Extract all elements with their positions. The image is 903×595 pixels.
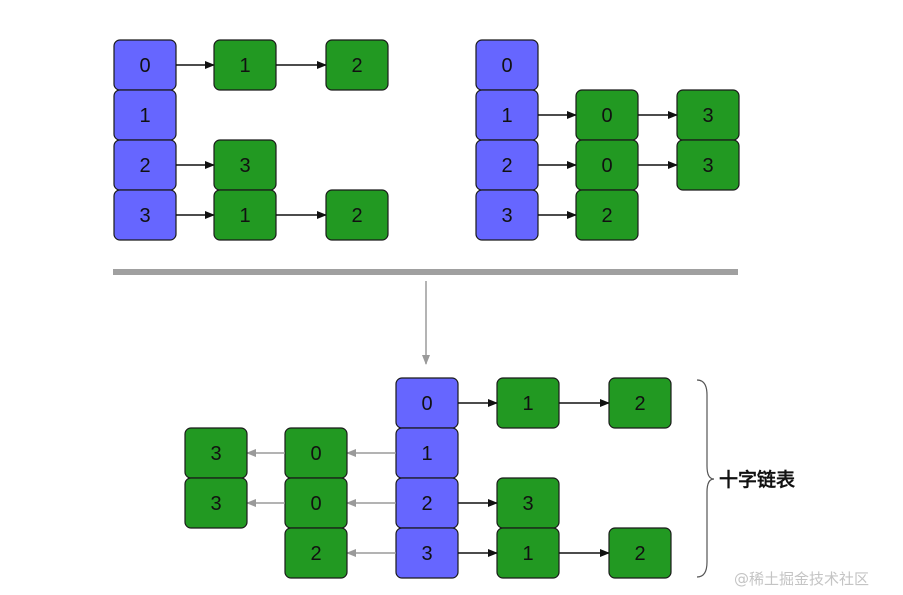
in-edge-node-label: 3 <box>210 493 221 515</box>
out-edge-node-label: 2 <box>634 393 645 415</box>
inverse-adjacency-list-diagram: 0 1 0 3 2 0 3 3 2 <box>475 39 740 241</box>
edge-node: 2 <box>575 189 639 241</box>
in-edge-node-label: 2 <box>310 543 321 565</box>
orthogonal-list-diagram: 0 1 2 1 0 3 2 3 0 3 3 1 2 2 <box>184 377 672 579</box>
in-edge-node-box <box>284 527 348 579</box>
edge-node-label: 2 <box>351 205 362 227</box>
vertex-head-label: 3 <box>501 205 512 227</box>
in-edge-node-label: 0 <box>310 443 321 465</box>
vertex-head-label: 2 <box>139 155 150 177</box>
bracket-label: 十字链表 <box>719 468 796 491</box>
edge-node-label: 2 <box>601 205 612 227</box>
in-edge-node: 0 <box>284 477 348 529</box>
edge-node-label: 1 <box>239 55 250 77</box>
in-edge-node-label: 3 <box>210 443 221 465</box>
edge-node-box <box>325 39 389 91</box>
vertex-head-label: 0 <box>501 55 512 77</box>
vertex-head: 3 <box>113 189 177 241</box>
edge-node-label: 0 <box>601 105 612 127</box>
vertex-head: 2 <box>475 139 539 191</box>
out-edge-node: 3 <box>496 477 560 529</box>
right-brace <box>696 379 715 578</box>
vertex-head: 2 <box>395 477 459 529</box>
vertex-head-label: 3 <box>421 543 432 565</box>
vertex-head: 1 <box>395 427 459 479</box>
adjacency-list-diagram: 0 1 2 1 2 3 3 1 2 <box>113 39 389 241</box>
edge-node: 1 <box>213 189 277 241</box>
vertex-head: 0 <box>113 39 177 91</box>
in-edge-node-label: 0 <box>310 493 321 515</box>
in-edge-node: 2 <box>284 527 348 579</box>
out-edge-node-label: 2 <box>634 543 645 565</box>
edge-node: 0 <box>575 139 639 191</box>
edge-node: 2 <box>325 189 389 241</box>
vertex-head: 1 <box>475 89 539 141</box>
edge-node-label: 1 <box>239 205 250 227</box>
vertex-head: 2 <box>113 139 177 191</box>
edge-node: 3 <box>213 139 277 191</box>
vertex-head-label: 1 <box>501 105 512 127</box>
out-edge-node: 2 <box>608 527 672 579</box>
edge-node: 3 <box>676 89 740 141</box>
edge-node-label: 3 <box>702 105 713 127</box>
edge-node-label: 0 <box>601 155 612 177</box>
out-edge-node: 2 <box>608 377 672 429</box>
out-edge-node: 1 <box>496 527 560 579</box>
watermark: @稀土掘金技术社区 <box>734 570 870 588</box>
vertex-head-label: 0 <box>421 393 432 415</box>
out-edge-node-label: 1 <box>522 543 533 565</box>
edge-node-box <box>325 189 389 241</box>
vertex-head: 0 <box>475 39 539 91</box>
edge-node: 2 <box>325 39 389 91</box>
edge-node-box <box>575 189 639 241</box>
vertex-head-label: 1 <box>421 443 432 465</box>
in-edge-node: 3 <box>184 427 248 479</box>
edge-node: 0 <box>575 89 639 141</box>
vertex-head-label: 2 <box>421 493 432 515</box>
edge-node-box <box>676 139 740 191</box>
out-edge-node: 1 <box>496 377 560 429</box>
edge-node: 1 <box>213 39 277 91</box>
edge-node-label: 3 <box>239 155 250 177</box>
out-edge-node-label: 3 <box>522 493 533 515</box>
vertex-head: 1 <box>113 89 177 141</box>
in-edge-node: 0 <box>284 427 348 479</box>
vertex-head-label: 0 <box>139 55 150 77</box>
vertex-head-label: 3 <box>139 205 150 227</box>
out-edge-node-box <box>608 377 672 429</box>
vertex-head: 3 <box>395 527 459 579</box>
vertex-head: 0 <box>395 377 459 429</box>
out-edge-node-label: 1 <box>522 393 533 415</box>
edge-node-label: 2 <box>351 55 362 77</box>
in-edge-node-box <box>184 477 248 529</box>
vertex-head-label: 1 <box>139 105 150 127</box>
vertex-head: 3 <box>475 189 539 241</box>
vertex-head-label: 2 <box>501 155 512 177</box>
edge-node: 3 <box>676 139 740 191</box>
out-edge-node-box <box>608 527 672 579</box>
in-edge-node: 3 <box>184 477 248 529</box>
edge-node-label: 3 <box>702 155 713 177</box>
